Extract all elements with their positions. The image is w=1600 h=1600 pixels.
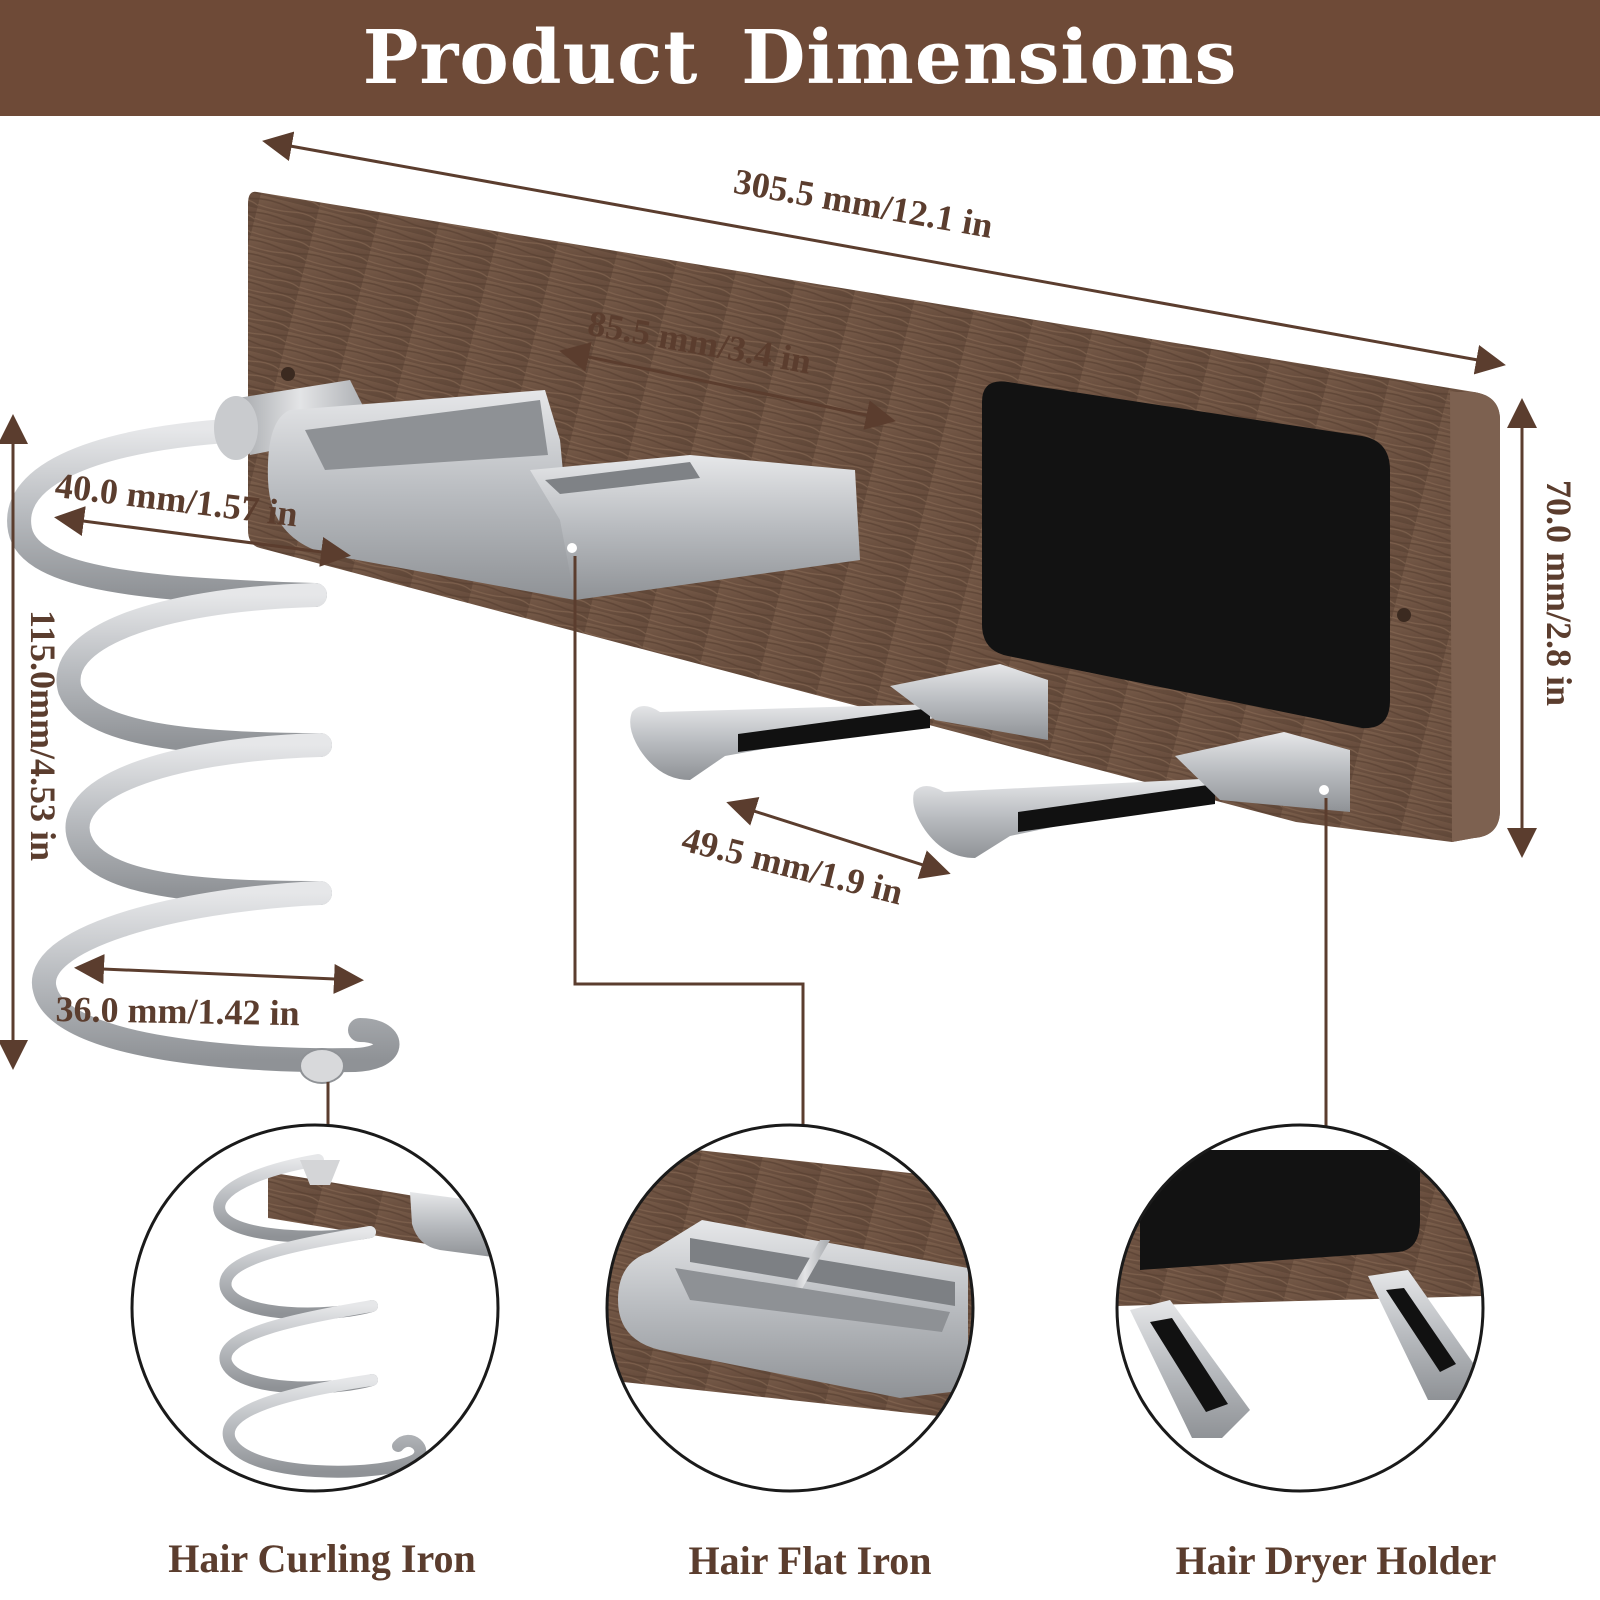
adhesive-pad: [982, 381, 1390, 729]
callout-dryer-holder: [1115, 1123, 1485, 1493]
caption-curling-iron: Hair Curling Iron: [168, 1536, 476, 1581]
dimension-arrows: [0, 131, 1537, 1070]
height-label: 70.0 mm/2.8 in: [1539, 480, 1579, 707]
callout-curling-iron: [130, 1123, 500, 1493]
header-banner: Product Dimensions: [0, 0, 1600, 116]
caption-dryer-holder: Hair Dryer Holder: [1175, 1538, 1497, 1583]
dryer-hooks: [630, 664, 1350, 858]
callout-flat-iron: [605, 1123, 975, 1493]
spiral-inner-label: 36.0 mm/1.42 in: [55, 988, 300, 1034]
page-title: Product Dimensions: [362, 15, 1238, 101]
spiral-height-label: 115.0mm/4.53 in: [23, 610, 63, 862]
caption-flat-iron: Hair Flat Iron: [688, 1538, 932, 1583]
